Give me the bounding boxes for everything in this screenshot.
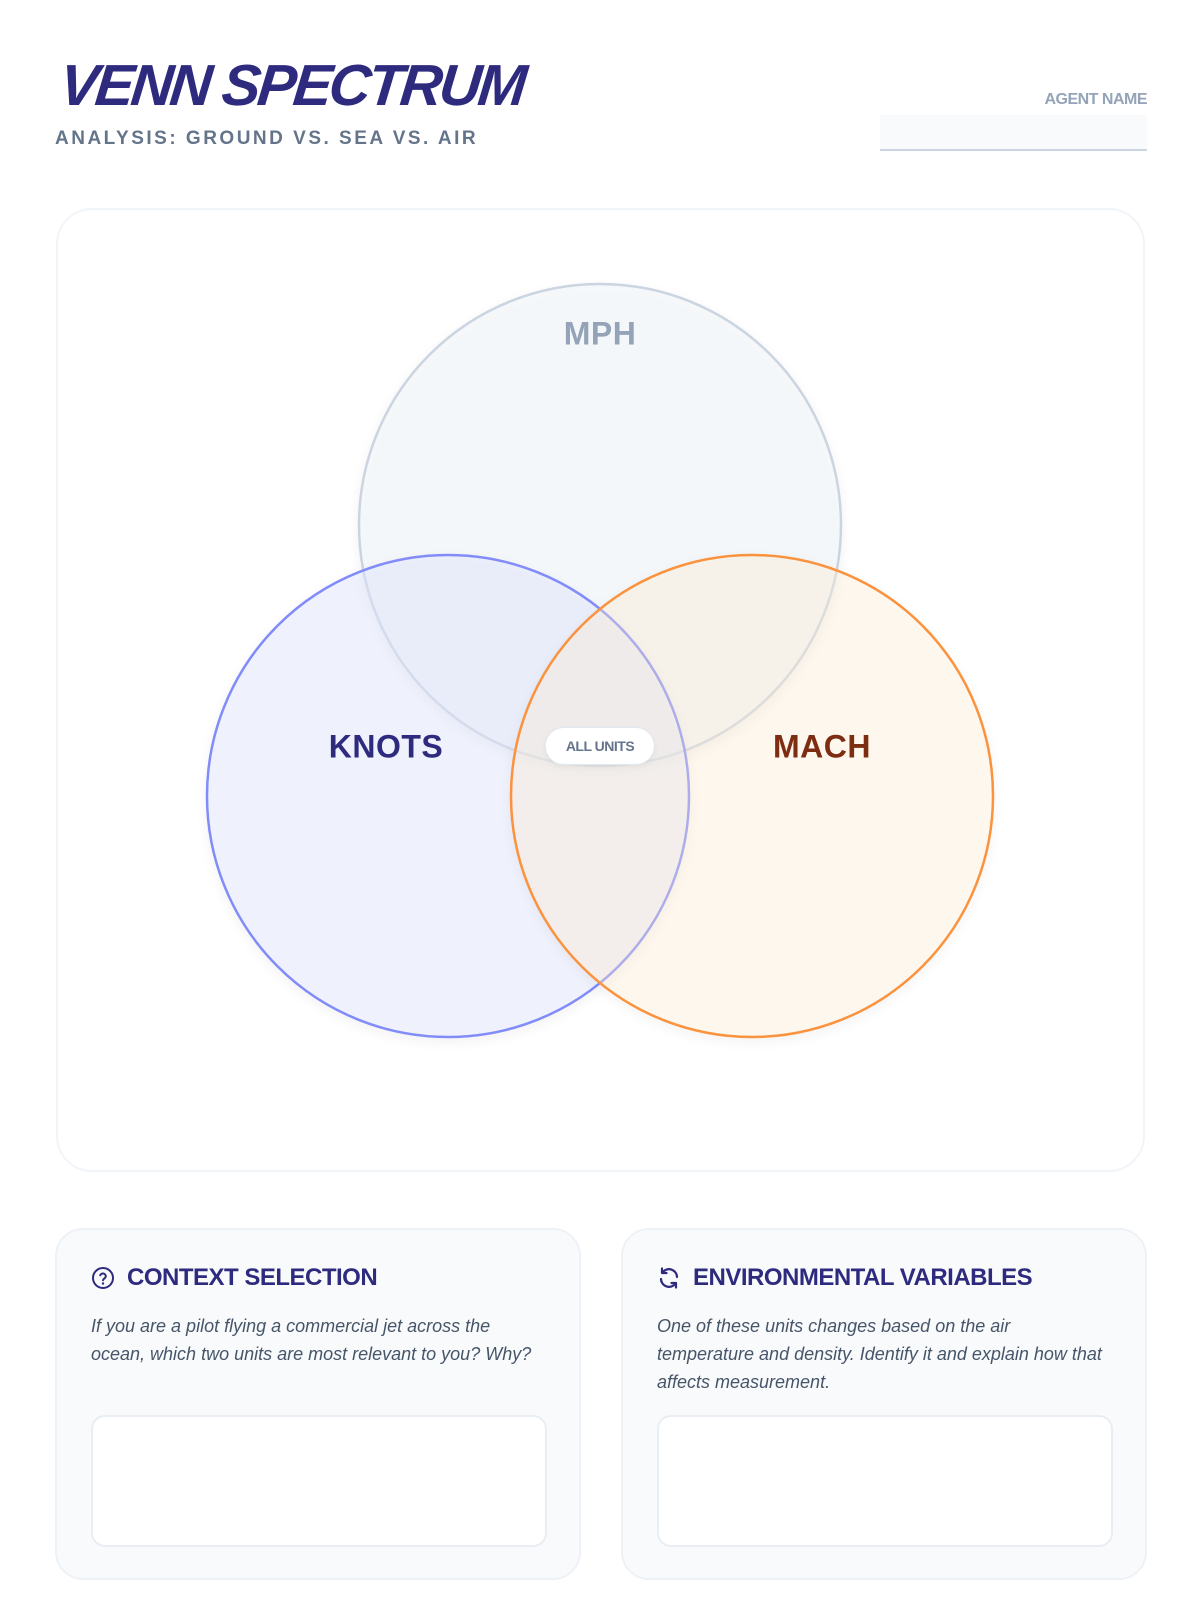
environmental-variables-card: ENVIRONMENTAL VARIABLES One of these uni… (621, 1228, 1147, 1580)
agent-name-label: AGENT NAME (1044, 91, 1147, 108)
context-selection-card: CONTEXT SELECTION If you are a pilot fly… (55, 1228, 581, 1580)
context-selection-answer[interactable] (91, 1415, 547, 1547)
environmental-variables-heading: ENVIRONMENTAL VARIABLES (657, 1264, 1033, 1292)
venn-label-mph: MPH (563, 315, 637, 352)
environmental-variables-title: ENVIRONMENTAL VARIABLES (693, 1264, 1033, 1291)
context-selection-title: CONTEXT SELECTION (127, 1264, 378, 1291)
venn-center-label: ALL UNITS (544, 727, 656, 765)
environmental-variables-prompt: One of these units changes based on the … (657, 1316, 1102, 1392)
refresh-icon (659, 1267, 679, 1289)
venn-label-knots: KNOTS (328, 728, 444, 765)
environmental-variables-answer[interactable] (657, 1415, 1113, 1547)
page-subtitle: ANALYSIS: GROUND VS. SEA VS. AIR (55, 128, 479, 149)
venn-diagram (205, 282, 995, 1039)
context-selection-prompt: If you are a pilot flying a commercial j… (91, 1316, 532, 1364)
context-selection-heading: CONTEXT SELECTION (91, 1264, 378, 1292)
question-circle-icon (92, 1267, 114, 1289)
venn-circle-mach (509, 553, 995, 1039)
venn-label-mach: MACH (773, 728, 871, 765)
agent-name-input[interactable] (880, 115, 1147, 151)
